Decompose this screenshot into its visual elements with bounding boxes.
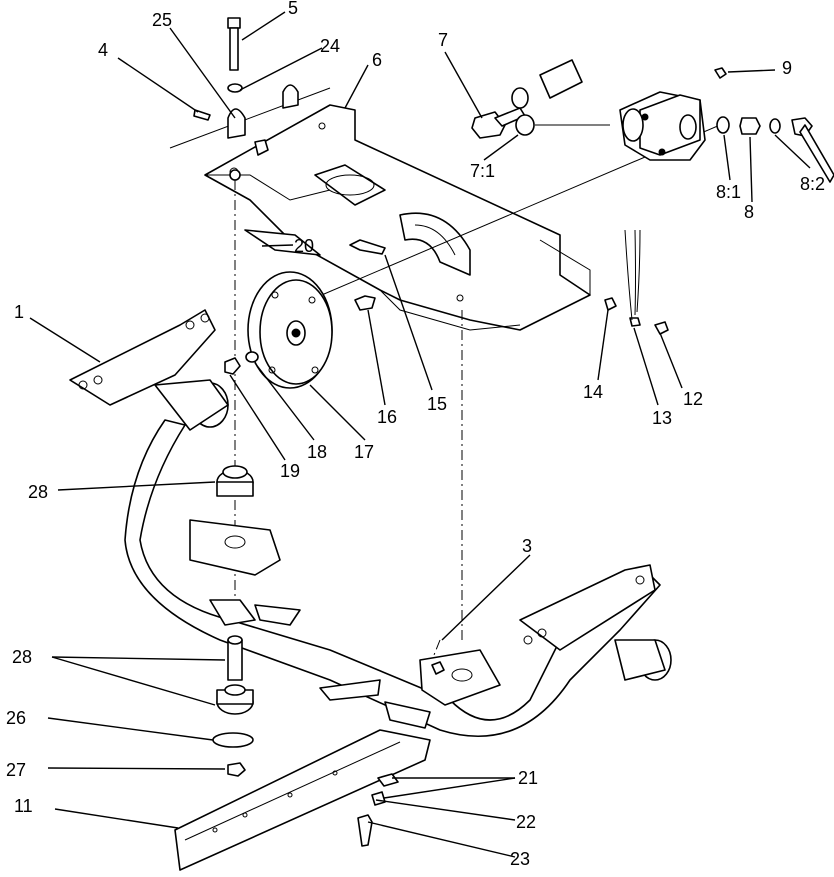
- callout-labels: 1 3 4 5 6 7 7:1 8 8:1 8:2 9 11 12 13 14 …: [6, 0, 825, 869]
- main-frame: [69, 309, 672, 738]
- callout-8-2: 8:2: [800, 174, 825, 194]
- callout-20: 20: [294, 236, 314, 256]
- inlet-fitting: [471, 59, 610, 139]
- callout-8-1: 8:1: [716, 182, 741, 202]
- callout-11: 11: [14, 796, 33, 816]
- callout-21: 21: [518, 768, 538, 788]
- pulley-guard: [399, 212, 471, 276]
- callout-28-lower: 28: [12, 647, 32, 667]
- callout-22: 22: [516, 812, 536, 832]
- leader-lines: [29, 11, 811, 858]
- callout-15: 15: [427, 394, 447, 414]
- callout-13: 13: [652, 408, 672, 428]
- pulley-assembly: [244, 229, 333, 389]
- hydraulic-pump: [619, 91, 706, 161]
- callout-18: 18: [307, 442, 327, 462]
- callout-28-upper: 28: [28, 482, 48, 502]
- callout-6: 6: [372, 50, 382, 70]
- callout-16: 16: [377, 407, 397, 427]
- small-hardware: [224, 229, 669, 375]
- callout-7-1: 7:1: [470, 161, 495, 181]
- callout-7: 7: [438, 30, 448, 50]
- callout-27: 27: [6, 760, 26, 780]
- side-rail: [174, 729, 431, 871]
- isolator-mounts: [212, 465, 445, 777]
- callout-14: 14: [583, 382, 603, 402]
- callout-19: 19: [280, 461, 300, 481]
- mounting-plate: [204, 104, 591, 331]
- callout-3: 3: [522, 536, 532, 556]
- callout-23: 23: [510, 849, 530, 869]
- callout-26: 26: [6, 708, 26, 728]
- pump-fittings: [714, 67, 834, 183]
- callout-5: 5: [288, 0, 298, 18]
- callout-4: 4: [98, 40, 108, 60]
- callout-24: 24: [320, 36, 340, 56]
- callout-1: 1: [14, 302, 24, 322]
- callout-25: 25: [152, 10, 172, 30]
- callout-8: 8: [744, 202, 754, 222]
- callout-9: 9: [782, 58, 792, 78]
- callout-12: 12: [683, 389, 703, 409]
- callout-17: 17: [354, 442, 374, 462]
